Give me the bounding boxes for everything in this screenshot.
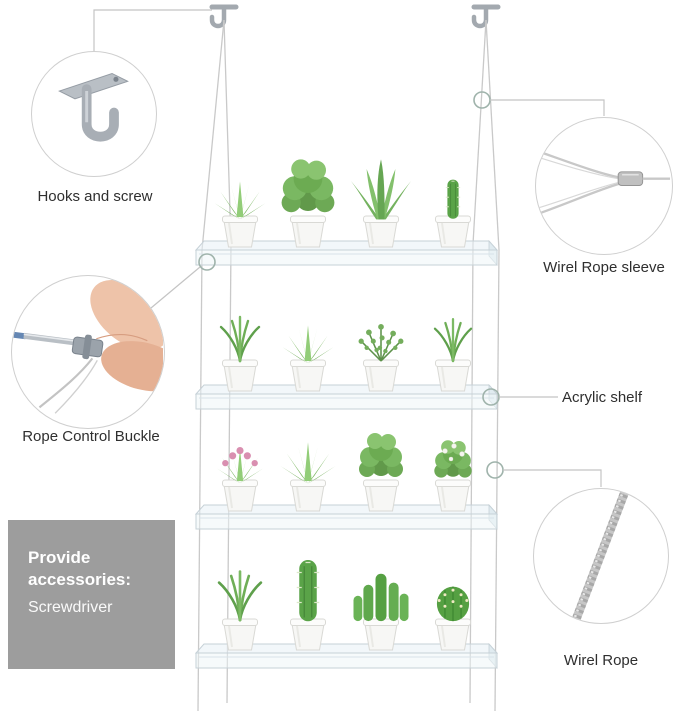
plant-spiky-succulent (217, 570, 263, 622)
hanging-wires (197, 19, 500, 711)
rope-control-buckle-icon (13, 280, 163, 414)
accessories-heading-line1: Provide (28, 548, 91, 567)
plant-finger-cactus (353, 573, 409, 622)
hooks-connector-line (93, 9, 212, 51)
buckle-callout (11, 275, 165, 429)
accessories-box: Provide accessories: Screwdriver (8, 520, 175, 669)
plant-flowering-succulent (434, 440, 471, 477)
hooks-callout-label: Hooks and screw (37, 188, 153, 205)
j-hook-icon (58, 72, 129, 142)
plant-leafy-succulent (281, 159, 335, 213)
plant-spiky-succulent (433, 318, 473, 363)
plant-pink-succulent (217, 447, 263, 483)
rope-callout-label: Wirel Rope (563, 652, 639, 669)
rope-callout (533, 488, 669, 624)
plant-round-succulent (359, 433, 403, 477)
wire-rope-sleeve-icon (537, 150, 671, 215)
sleeve-connector-line (490, 99, 605, 116)
buckle-connector-line (150, 266, 201, 309)
plant-columnar-cactus (296, 559, 320, 622)
accessories-item: Screwdriver (28, 598, 113, 616)
plant-echeveria (282, 325, 334, 364)
accessories-heading-line2: accessories: (28, 570, 132, 590)
plant-echeveria (280, 442, 336, 484)
sleeve-callout (535, 117, 673, 255)
hooks-callout (31, 51, 157, 177)
buckle-callout-label: Rope Control Buckle (22, 428, 160, 445)
plant-spiky-succulent (214, 181, 266, 220)
plant-small-cactus (445, 179, 461, 220)
callout-marker-rings (198, 91, 504, 479)
rope-connector-line (503, 469, 602, 487)
sleeve-callout-label: Wirel Rope sleeve (543, 259, 665, 276)
rope-marker-ring (486, 461, 504, 479)
wire-rope-icon (570, 489, 631, 622)
plant-haworthia (219, 315, 261, 363)
plant-aloe-vera (351, 159, 411, 220)
plant-barrel-cactus (436, 585, 470, 622)
acrylic-shelf-label: Acrylic shelf (562, 389, 643, 406)
callout-connector-lines (93, 9, 605, 487)
plant-thyme-herb (357, 323, 405, 362)
buckle-marker-ring (198, 253, 216, 271)
